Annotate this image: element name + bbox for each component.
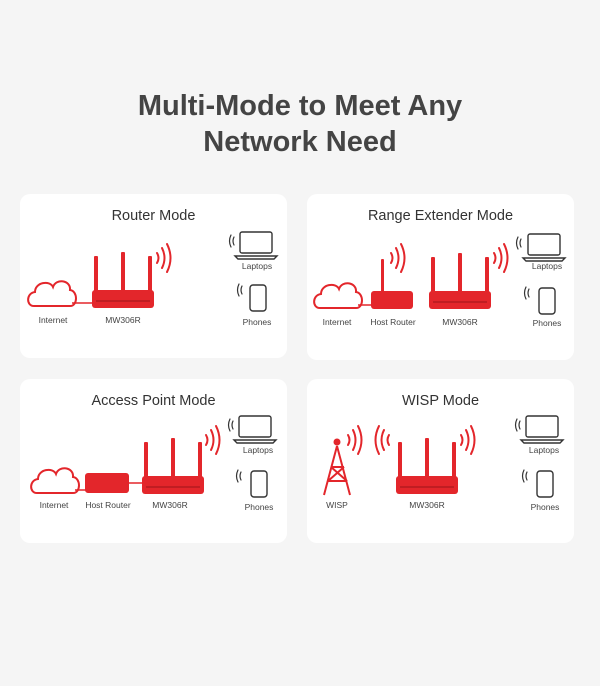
access-point-mode-card: Access Point Mode — [20, 379, 287, 543]
label-wisp: WISP — [326, 500, 348, 510]
label-laptops: Laptops — [241, 261, 273, 271]
router-icon — [396, 438, 458, 494]
wifi-signal-icon — [390, 243, 406, 273]
phone-icon — [536, 470, 554, 498]
laptop-icon — [233, 231, 279, 260]
title-line-2: Network Need — [203, 126, 397, 158]
label-device: MW306R — [409, 500, 445, 510]
label-phones: Phones — [532, 318, 562, 328]
wisp-mode-diagram — [323, 415, 565, 498]
range-extender-mode-card: Range Extender Mode — [307, 194, 574, 360]
label-host-router: Host Router — [370, 317, 416, 327]
wifi-signal-icon — [523, 286, 530, 300]
range-extender-mode-diagram — [313, 233, 567, 315]
label-device: MW306R — [152, 500, 188, 510]
label-host-router: Host Router — [85, 500, 131, 510]
cloud-icon — [27, 280, 77, 307]
label-internet: Internet — [39, 500, 69, 510]
wifi-signal-icon — [521, 469, 528, 483]
phone-icon — [249, 284, 267, 312]
cloud-icon — [313, 282, 363, 309]
laptop-icon — [521, 233, 567, 262]
label-phones: Phones — [530, 502, 560, 512]
host-router-icon — [371, 259, 413, 309]
label-internet: Internet — [38, 315, 68, 325]
label-laptops: Laptops — [242, 445, 274, 455]
wifi-signal-icon — [374, 425, 390, 455]
label-laptops: Laptops — [528, 445, 560, 455]
wifi-signal-icon — [236, 283, 243, 297]
router-mode-card: Router Mode — [20, 194, 287, 358]
wisp-tower-icon — [323, 438, 351, 496]
card-title: Access Point Mode — [91, 393, 216, 409]
title-line-1: Multi-Mode to Meet Any — [137, 90, 463, 122]
phone-icon — [250, 470, 268, 498]
label-internet: Internet — [322, 317, 352, 327]
laptop-icon — [232, 415, 278, 444]
phone-icon — [538, 287, 556, 315]
label-device: MW306R — [105, 315, 141, 325]
label-device: MW306R — [442, 317, 478, 327]
router-icon — [142, 438, 204, 494]
router-icon — [92, 252, 154, 308]
label-phones: Phones — [244, 502, 274, 512]
label-phones: Phones — [242, 317, 272, 327]
wifi-signal-icon — [515, 236, 522, 250]
wifi-signal-icon — [205, 425, 221, 455]
wifi-signal-icon — [227, 418, 234, 432]
wisp-mode-card: WISP Mode — [307, 379, 574, 543]
router-icon — [429, 253, 491, 309]
access-point-mode-diagram — [30, 415, 278, 498]
wifi-signal-icon — [228, 234, 235, 248]
wifi-signal-icon — [493, 243, 509, 273]
card-title: Router Mode — [111, 208, 196, 224]
card-title: Range Extender Mode — [367, 208, 514, 224]
wifi-signal-icon — [156, 243, 172, 273]
laptop-icon — [519, 415, 565, 444]
wifi-signal-icon — [347, 425, 363, 455]
wifi-signal-icon — [514, 418, 521, 432]
card-title: WISP Mode — [401, 393, 480, 409]
wifi-signal-icon — [235, 469, 242, 483]
cloud-icon — [30, 467, 80, 494]
label-laptops: Laptops — [531, 261, 563, 271]
page-title: Multi-Mode to Meet Any Network Need — [0, 88, 600, 160]
host-router-icon — [85, 473, 129, 493]
wifi-signal-icon — [460, 425, 476, 455]
router-mode-diagram — [27, 231, 279, 312]
